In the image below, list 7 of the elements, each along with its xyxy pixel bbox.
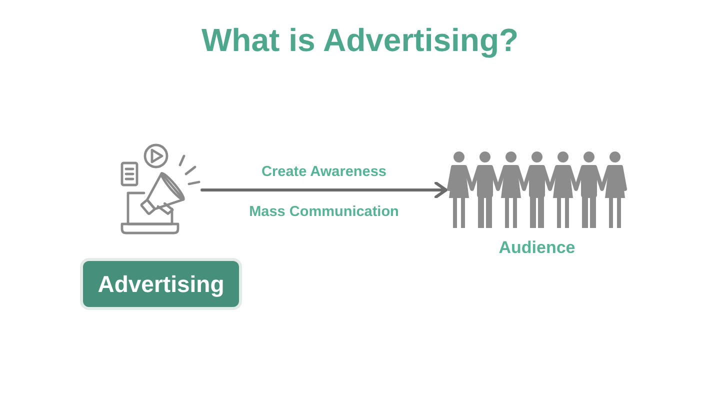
arrow	[200, 182, 448, 198]
page-title: What is Advertising?	[201, 22, 519, 59]
arrow-caption: Mass Communication	[248, 203, 400, 221]
term-box: Advertising	[83, 261, 239, 307]
edge-label: Create Awareness	[260, 163, 388, 181]
node-caption: Audience	[498, 238, 576, 258]
people-illustration	[446, 151, 628, 229]
